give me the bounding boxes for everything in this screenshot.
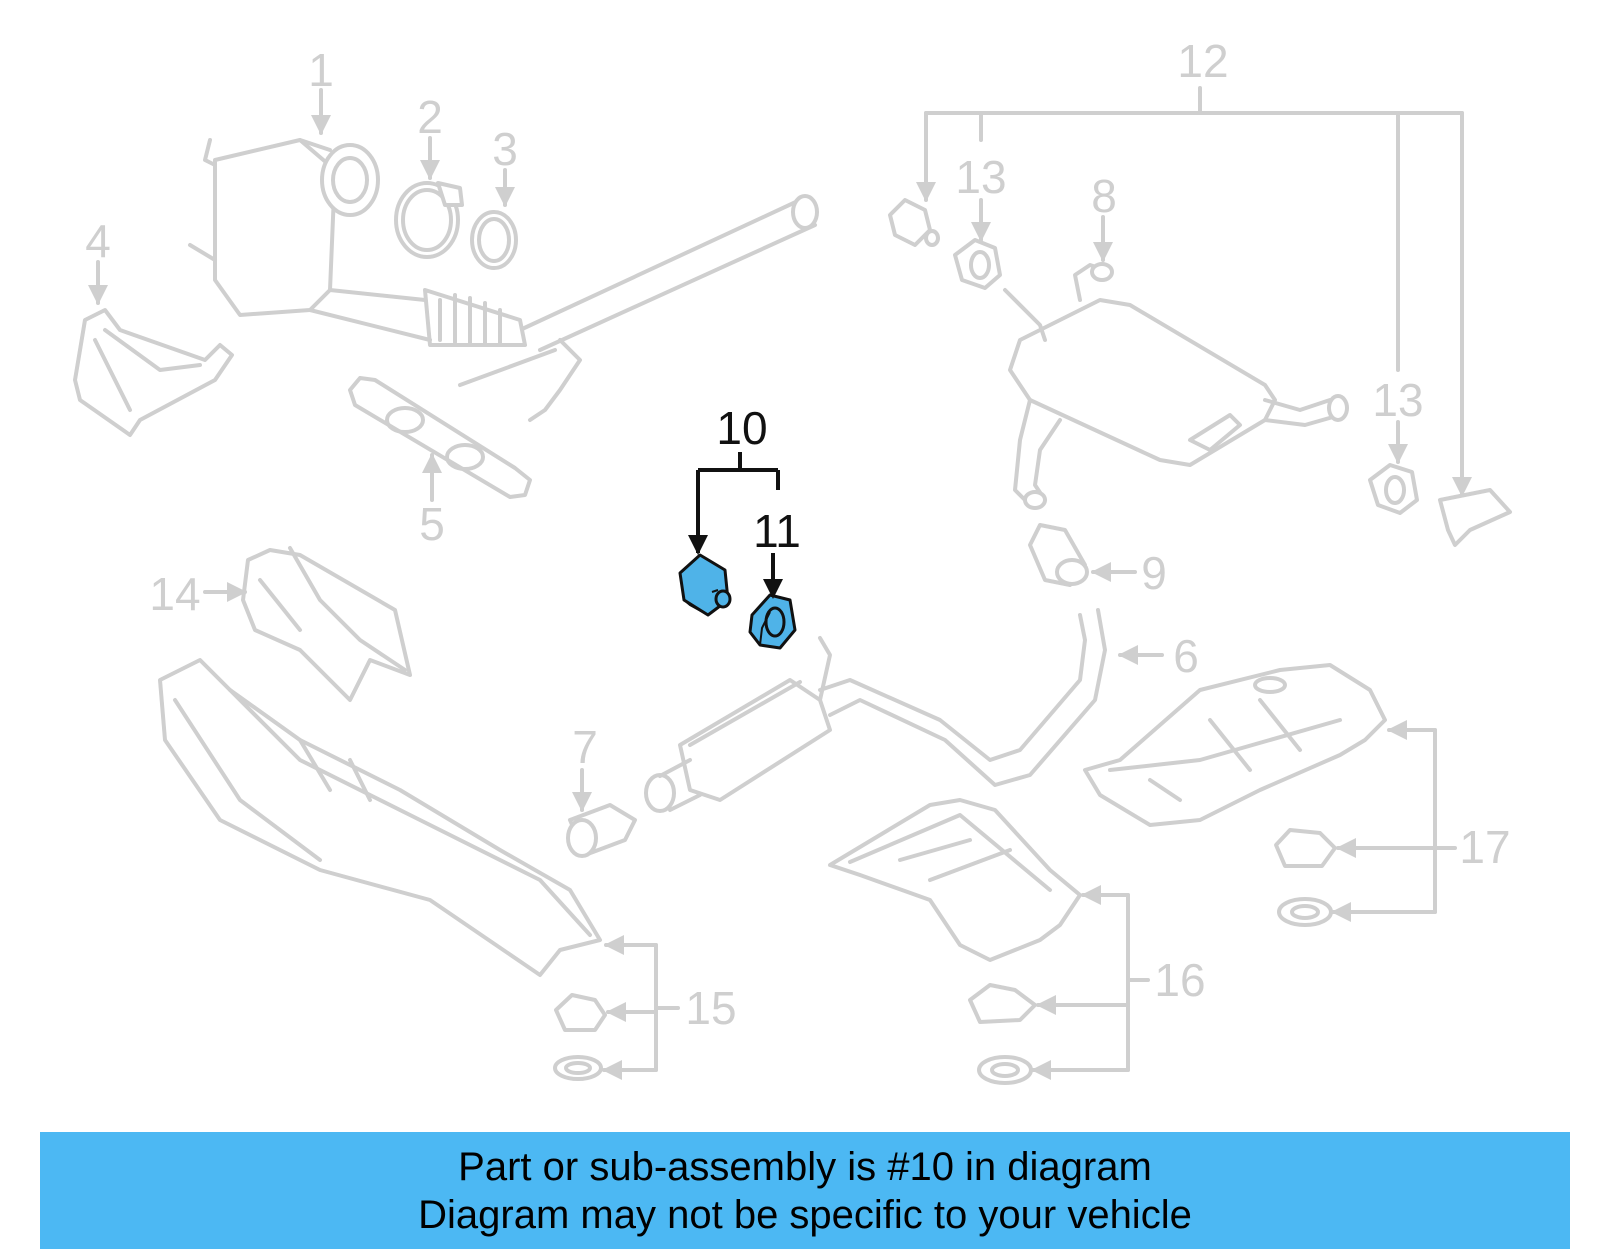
callout-6: 6 — [1173, 630, 1199, 682]
caption-line-2: Diagram may not be specific to your vehi… — [418, 1192, 1192, 1237]
callout-3: 3 — [492, 123, 518, 175]
callout-7: 7 — [572, 721, 598, 773]
callout-13-left: 13 — [955, 151, 1006, 203]
callout-8: 8 — [1091, 170, 1117, 222]
callout-leaders — [88, 86, 1472, 1080]
part-heat-shield-15 — [158, 658, 607, 1081]
callout-labels: 1 2 3 4 5 6 7 8 9 10 11 12 13 13 14 15 1… — [85, 35, 1510, 1034]
callout-10: 10 — [716, 402, 767, 454]
callout-17: 17 — [1459, 821, 1510, 873]
callout-12: 12 — [1177, 35, 1228, 87]
callout-14: 14 — [149, 568, 200, 620]
callout-11: 11 — [753, 505, 801, 557]
part-bracket-12-right — [1438, 488, 1512, 547]
part-hanger-13-left — [953, 238, 1002, 290]
caption-line-1: Part or sub-assembly is #10 in diagram — [458, 1144, 1152, 1189]
part-11-rubber-insulator[interactable] — [748, 593, 797, 650]
part-10-hanger-bracket[interactable] — [678, 553, 732, 617]
callout-leaders-active — [688, 452, 783, 599]
part-hanger-13-right — [1368, 463, 1419, 515]
part-catalytic-converter — [188, 138, 819, 422]
callout-15: 15 — [685, 982, 736, 1034]
part-heat-shield-17 — [1083, 663, 1387, 927]
callout-5: 5 — [419, 498, 445, 550]
callout-4: 4 — [85, 215, 111, 267]
part-flange-gasket — [348, 376, 532, 499]
part-heat-shield-16 — [828, 798, 1082, 1085]
callout-1: 1 — [308, 44, 334, 96]
part-intermediate-pipe — [644, 608, 1107, 813]
part-gasket-ring — [470, 210, 518, 270]
part-bracket-12-left — [888, 198, 940, 247]
part-clamp — [394, 181, 464, 259]
callout-2: 2 — [417, 91, 443, 143]
part-heat-shield-14 — [241, 546, 412, 702]
callout-9: 9 — [1141, 547, 1167, 599]
part-rear-muffler — [1003, 262, 1349, 510]
callout-13-right: 13 — [1372, 374, 1423, 426]
part-rear-clamp — [1028, 523, 1089, 587]
part-pipe-clamp — [566, 803, 637, 858]
callout-16: 16 — [1154, 954, 1205, 1006]
caption-banner: Part or sub-assembly is #10 in diagram D… — [40, 1132, 1570, 1249]
part-bracket — [73, 308, 234, 437]
